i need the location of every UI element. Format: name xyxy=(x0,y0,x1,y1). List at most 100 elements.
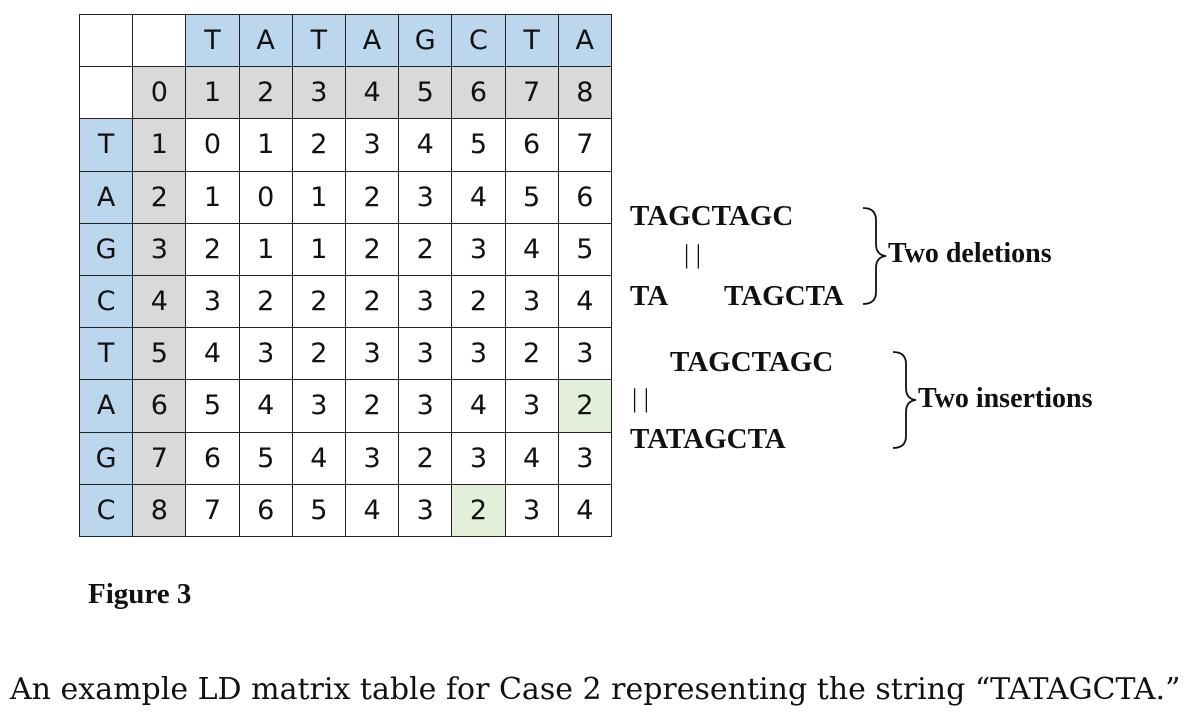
row-index-cell: 1 xyxy=(132,118,187,172)
distance-cell: 0 xyxy=(238,170,293,224)
top-sequence-cell: A xyxy=(344,13,400,68)
distance-cell: 3 xyxy=(504,379,559,433)
distance-cell: 5 xyxy=(504,170,559,224)
distance-cell: 4 xyxy=(557,274,612,329)
distance-cell: 3 xyxy=(451,327,506,381)
distance-cell: 3 xyxy=(185,274,240,329)
distance-cell: 7 xyxy=(185,483,240,537)
column-index-cell: 6 xyxy=(451,66,506,120)
deletions-label: Two deletions xyxy=(888,238,1052,269)
distance-cell: 3 xyxy=(504,483,559,537)
distance-cell: 2 xyxy=(451,274,506,329)
distance-cell: 2 xyxy=(185,222,240,276)
distance-cell: 6 xyxy=(557,170,612,224)
column-index-cell: 5 xyxy=(398,66,453,120)
distance-cell: 3 xyxy=(557,327,612,381)
distance-cell: 1 xyxy=(238,118,293,172)
column-index-cell: 8 xyxy=(557,66,612,120)
insertions-label: Two insertions xyxy=(918,383,1093,414)
distance-cell: 4 xyxy=(504,431,559,485)
deletion-top-sequence: TAGCTAGC xyxy=(630,200,794,232)
row-index-cell: 4 xyxy=(132,274,187,329)
distance-cell: 3 xyxy=(398,379,453,433)
top-sequence-cell: A xyxy=(557,13,612,68)
figure-title: Figure 3 xyxy=(88,578,192,610)
column-index-cell: 1 xyxy=(185,66,240,120)
distance-cell: 3 xyxy=(398,483,453,537)
left-sequence-cell: T xyxy=(78,118,134,172)
left-sequence-cell: G xyxy=(78,222,134,276)
distance-cell: 4 xyxy=(451,170,506,224)
distance-cell: 6 xyxy=(185,431,240,485)
distance-cell: 3 xyxy=(238,327,293,381)
corner-cell xyxy=(132,13,187,68)
distance-cell: 2 xyxy=(398,431,453,485)
top-sequence-cell: T xyxy=(504,13,559,68)
distance-cell: 3 xyxy=(398,170,453,224)
distance-cell: 4 xyxy=(557,483,612,537)
column-index-cell: 3 xyxy=(291,66,346,120)
deletion-bottom-left-sequence: TA xyxy=(630,280,669,312)
top-sequence-cell: C xyxy=(451,13,506,68)
left-sequence-cell: A xyxy=(78,379,134,433)
row-index-cell: 8 xyxy=(132,483,187,537)
deletion-match-bars: | | xyxy=(684,240,701,269)
column-index-cell: 4 xyxy=(344,66,400,120)
deletion-bottom-right-sequence: TAGCTA xyxy=(724,280,844,312)
corner-cell xyxy=(78,66,134,120)
distance-cell: 5 xyxy=(451,118,506,172)
distance-cell: 3 xyxy=(344,431,400,485)
distance-cell: 1 xyxy=(291,222,346,276)
distance-cell: 2 xyxy=(344,222,400,276)
distance-cell: 2 xyxy=(291,118,346,172)
column-index-cell: 7 xyxy=(504,66,559,120)
insertions-brace-icon xyxy=(892,351,917,449)
figure-caption: An example LD matrix table for Case 2 re… xyxy=(10,672,1181,707)
top-sequence-cell: T xyxy=(185,13,240,68)
left-sequence-cell: C xyxy=(78,274,134,329)
distance-cell: 2 xyxy=(238,274,293,329)
distance-cell: 3 xyxy=(451,431,506,485)
insertion-bottom-sequence: TATAGCTA xyxy=(630,423,786,455)
distance-cell: 1 xyxy=(291,170,346,224)
distance-cell: 4 xyxy=(185,327,240,381)
distance-cell: 5 xyxy=(238,431,293,485)
highlighted-distance-cell: 2 xyxy=(451,483,506,537)
distance-cell: 3 xyxy=(344,118,400,172)
distance-cell: 4 xyxy=(451,379,506,433)
distance-cell: 4 xyxy=(344,483,400,537)
distance-cell: 5 xyxy=(291,483,346,537)
distance-cell: 6 xyxy=(238,483,293,537)
distance-cell: 3 xyxy=(344,327,400,381)
distance-cell: 2 xyxy=(344,274,400,329)
top-sequence-cell: T xyxy=(291,13,346,68)
distance-cell: 1 xyxy=(238,222,293,276)
distance-cell: 3 xyxy=(557,431,612,485)
distance-cell: 3 xyxy=(398,327,453,381)
distance-cell: 4 xyxy=(238,379,293,433)
distance-cell: 7 xyxy=(557,118,612,172)
column-index-cell: 2 xyxy=(238,66,293,120)
row-index-cell: 5 xyxy=(132,327,187,381)
left-sequence-cell: G xyxy=(78,431,134,485)
distance-cell: 4 xyxy=(504,222,559,276)
insertion-match-bars: | | xyxy=(632,384,649,413)
row-index-cell: 3 xyxy=(132,222,187,276)
highlighted-distance-cell: 2 xyxy=(557,379,612,433)
column-index-cell: 0 xyxy=(132,66,187,120)
corner-cell xyxy=(78,13,134,68)
top-sequence-cell: A xyxy=(238,13,293,68)
insertion-top-sequence: TAGCTAGC xyxy=(670,346,834,378)
row-index-cell: 6 xyxy=(132,379,187,433)
distance-cell: 4 xyxy=(291,431,346,485)
distance-cell: 2 xyxy=(291,274,346,329)
distance-cell: 3 xyxy=(504,274,559,329)
